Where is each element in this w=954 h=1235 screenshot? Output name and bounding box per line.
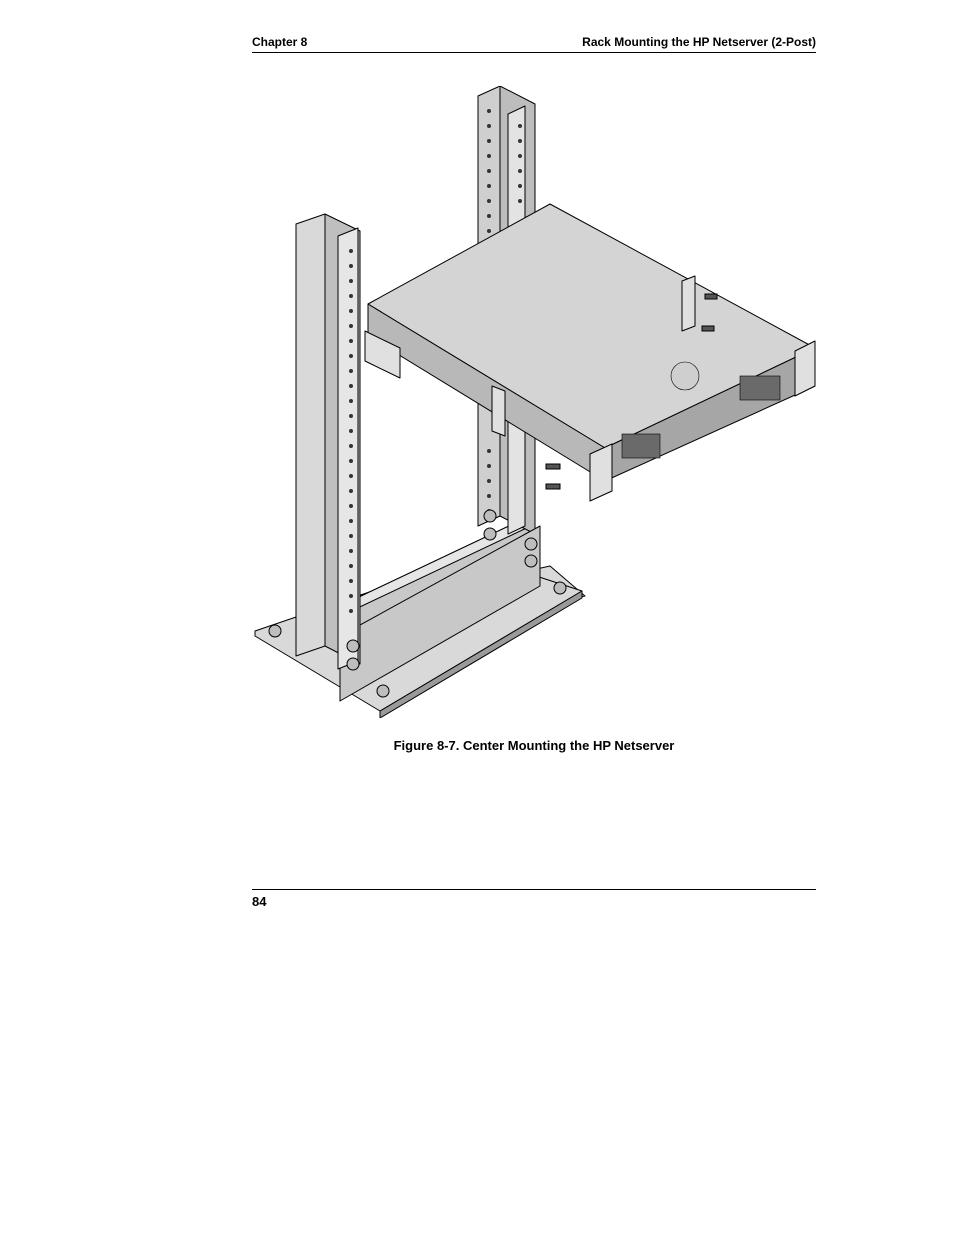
- front-post-holes: [349, 249, 353, 613]
- base-bolt: [483, 509, 497, 523]
- fan-vent: [670, 361, 700, 391]
- front-ear-right: [794, 340, 816, 397]
- base-bolt: [524, 537, 538, 551]
- base-bolt: [268, 624, 282, 638]
- front-ear-left: [589, 443, 613, 502]
- mount-screw: [545, 483, 561, 490]
- page-footer: 84: [252, 889, 816, 909]
- base-bolt: [346, 657, 360, 671]
- base-bolt: [346, 639, 360, 653]
- chapter-label: Chapter 8: [252, 35, 308, 49]
- page-number: 84: [252, 894, 267, 909]
- base-bolt: [553, 581, 567, 595]
- rear-bracket: [681, 275, 696, 332]
- mount-screw: [545, 463, 561, 470]
- base-bolt: [524, 554, 538, 568]
- rack-mount-illustration: [254, 86, 816, 718]
- section-title: Rack Mounting the HP Netserver (2-Post): [582, 35, 816, 49]
- page-header: Chapter 8 Rack Mounting the HP Netserver…: [252, 34, 816, 53]
- figure-caption: Figure 8-7. Center Mounting the HP Netse…: [393, 738, 675, 753]
- base-bolt: [483, 527, 497, 541]
- drive-bay: [621, 433, 661, 459]
- left-mount-bracket: [364, 330, 401, 379]
- mount-screw: [704, 293, 718, 300]
- drive-bay: [739, 375, 781, 401]
- right-mount-bracket: [491, 385, 506, 437]
- mount-screw: [701, 325, 715, 332]
- base-bolt: [376, 684, 390, 698]
- front-post-face: [295, 213, 326, 657]
